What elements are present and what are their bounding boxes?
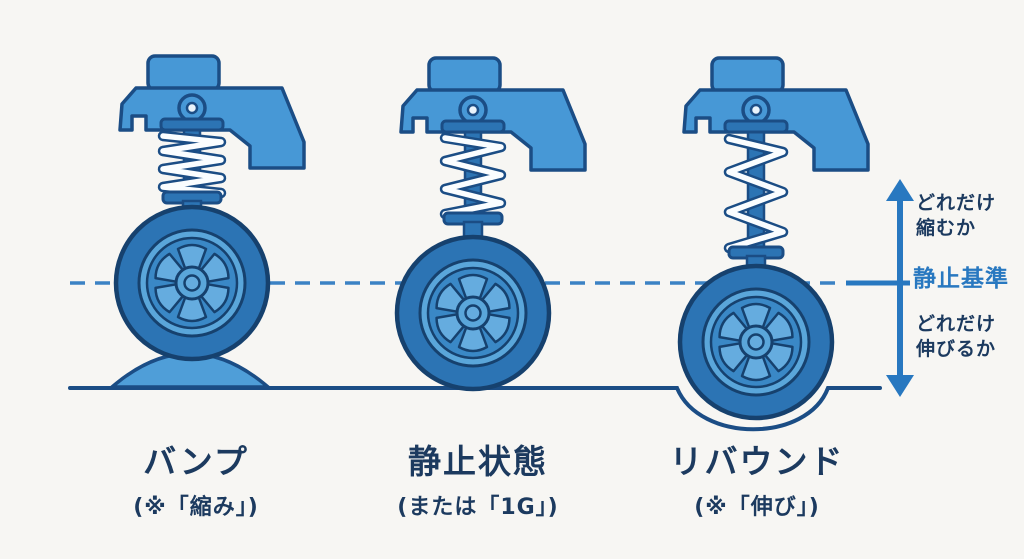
travel-range-double-arrow-icon (846, 179, 914, 397)
compress-range-line1: どれだけ (916, 192, 997, 214)
wheel-icon (397, 237, 549, 389)
caption-bump-title: バンプ (143, 442, 249, 481)
wheel-icon (680, 266, 832, 418)
caption-bump-subtitle: (※「縮み」) (133, 495, 259, 520)
coil-spring-compressed (157, 130, 227, 199)
static-baseline-label: 静止基準 (913, 266, 1009, 292)
spring-top-seat (723, 119, 789, 134)
spring-top-seat (159, 117, 225, 132)
extend-range-line2: 伸びるか (916, 338, 997, 360)
coil-spring-extended (723, 133, 789, 254)
extend-range-label: どれだけ 伸びるか (916, 312, 996, 362)
coil-spring-normal (439, 132, 507, 220)
caption-bump: バンプ (※「縮み」) (133, 435, 259, 521)
suspension-figure-rebound (680, 56, 870, 418)
ground-line (68, 386, 882, 432)
wheel-icon (116, 207, 268, 359)
car-body (118, 54, 306, 170)
caption-static: 静止状態 (または「1G」) (397, 435, 558, 521)
extend-range-line1: どれだけ (916, 313, 997, 335)
caption-rebound: リバウンド (※「伸び」) (670, 435, 845, 521)
caption-static-title: 静止状態 (407, 442, 548, 481)
spring-top-seat (440, 119, 506, 134)
suspension-figure-static (397, 56, 587, 389)
compress-range-line2: 縮むか (916, 217, 977, 239)
caption-static-subtitle: (または「1G」) (397, 495, 559, 520)
caption-rebound-title: リバウンド (669, 442, 845, 481)
suspension-figure-bump (116, 54, 306, 359)
compress-range-label: どれだけ 縮むか (916, 191, 996, 241)
caption-rebound-subtitle: (※「伸び」) (694, 495, 820, 520)
